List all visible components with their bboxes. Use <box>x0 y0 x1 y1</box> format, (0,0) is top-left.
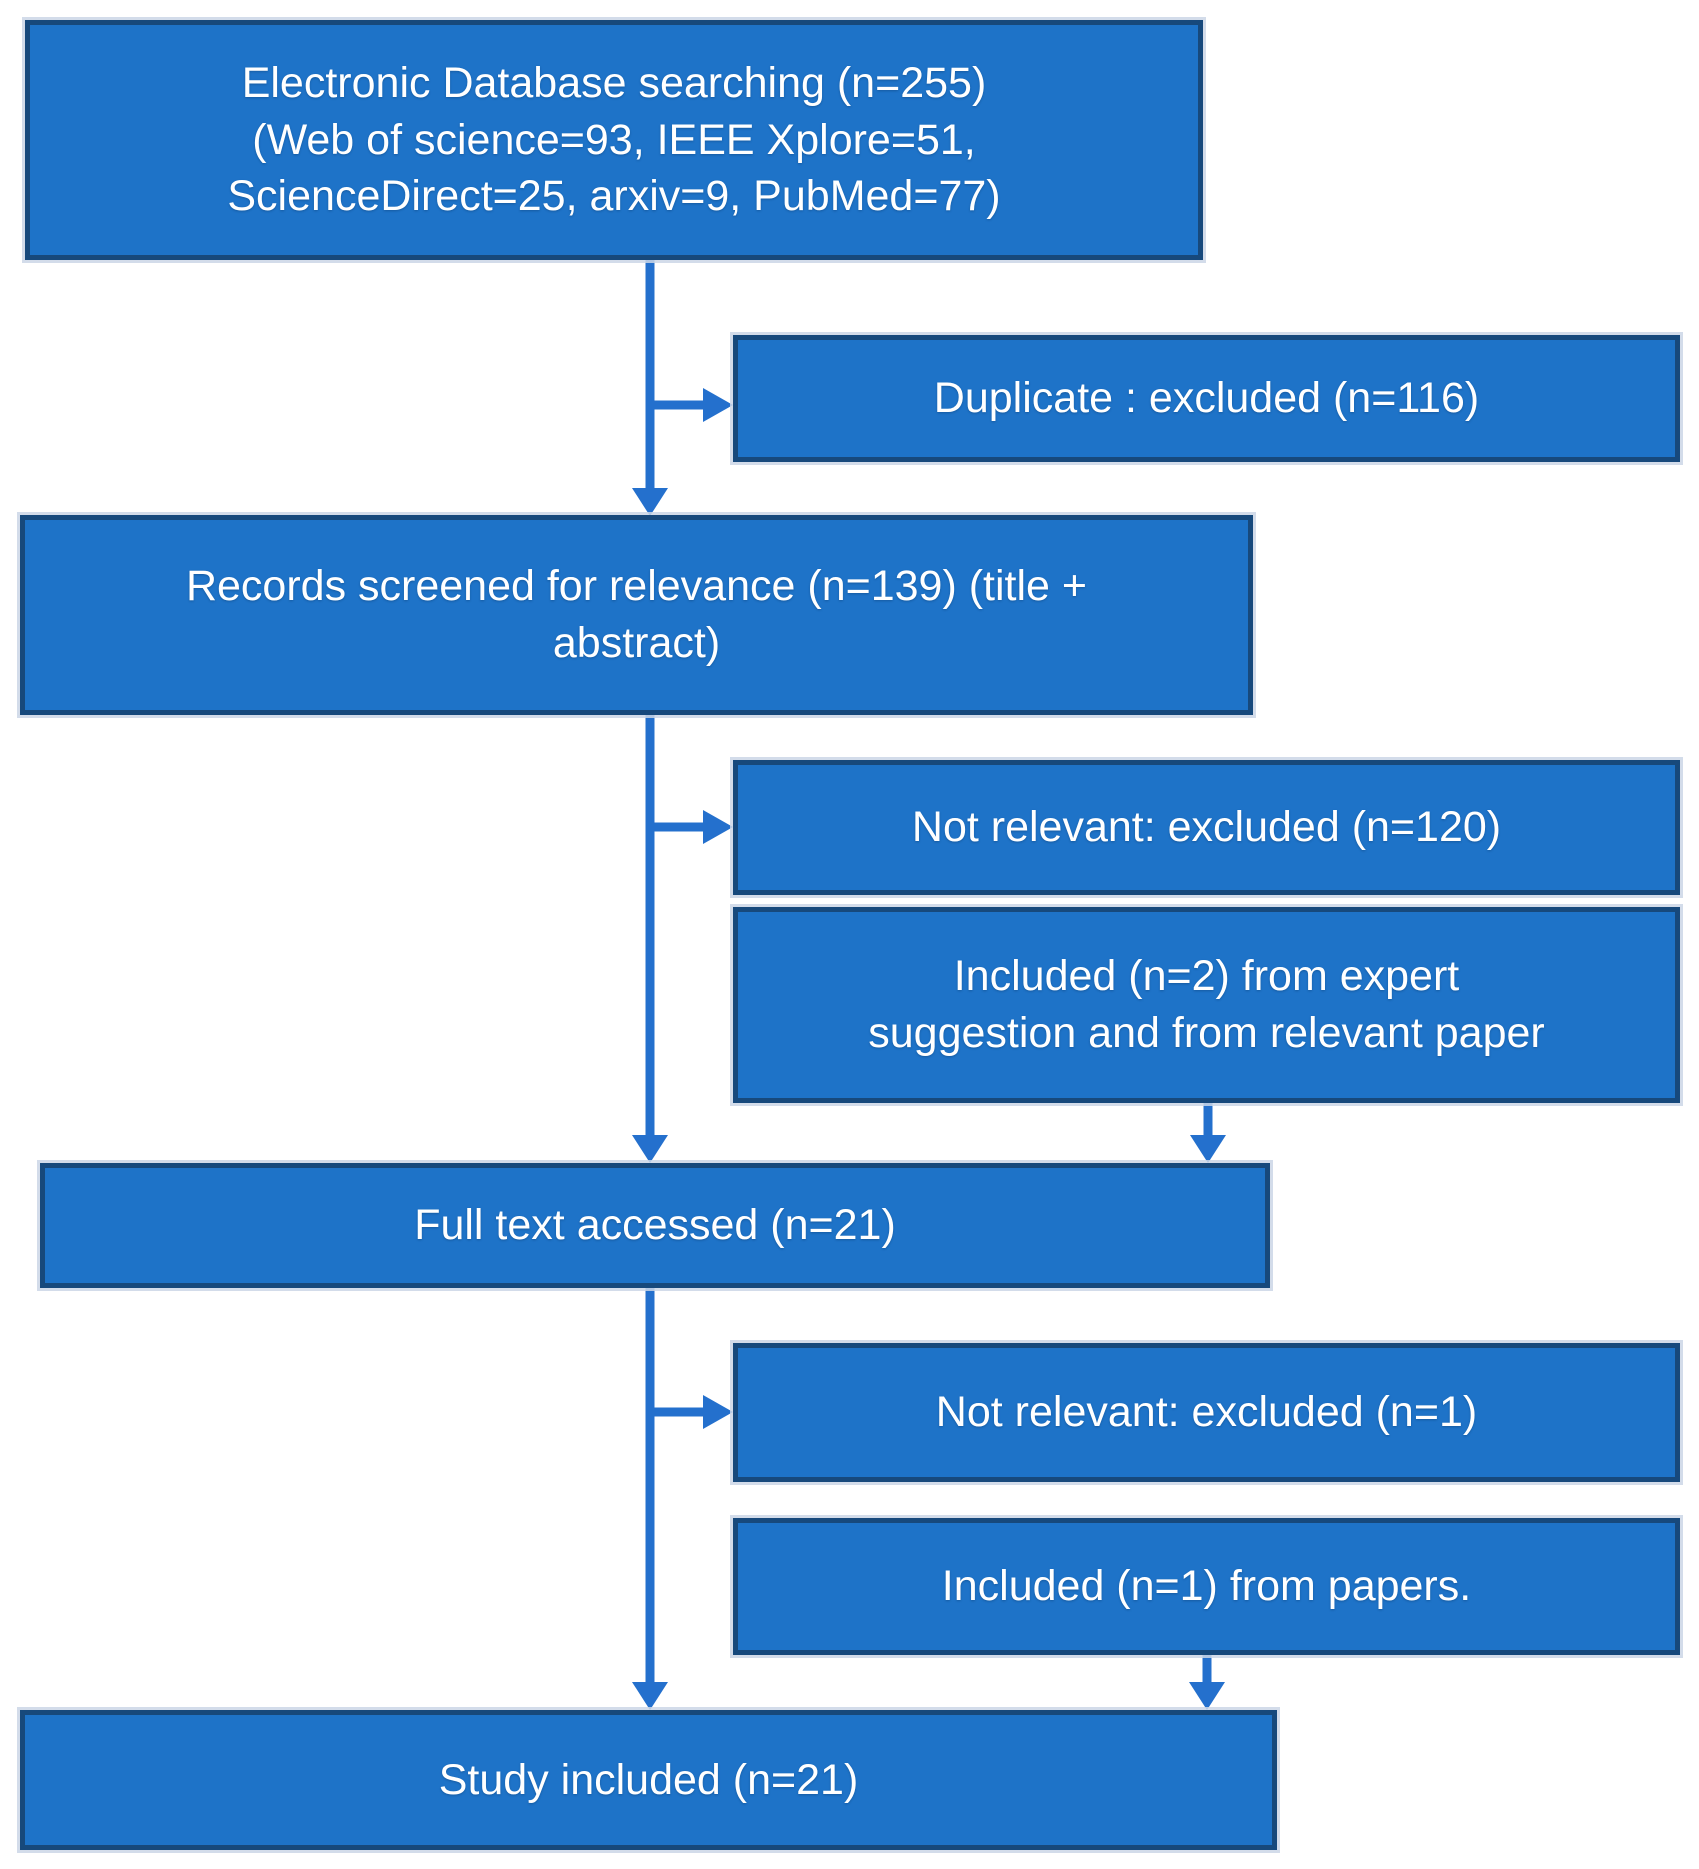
arrow-included-expert-to-fulltext <box>1190 1101 1226 1163</box>
box-included-papers: Included (n=1) from papers. <box>733 1518 1680 1655</box>
arrow-branch-not-relevant-1 <box>650 1395 733 1429</box>
box-not-relevant-screening: Not relevant: excluded (n=120) <box>733 760 1680 895</box>
box-full-text-accessed: Full text accessed (n=21) <box>40 1163 1270 1288</box>
box-included-expert-line2: suggestion and from relevant paper <box>868 1009 1545 1057</box>
box-records-screened: Records screened for relevance (n=139) (… <box>20 515 1253 715</box>
box-database-searching-line1: Electronic Database searching (n=255) <box>241 58 987 107</box>
box-not-relevant-full-text-label: Not relevant: excluded (n=1) <box>935 1388 1478 1437</box>
box-study-included-label: Study included (n=21) <box>438 1755 859 1804</box>
box-duplicates-excluded: Duplicate : excluded (n=116) <box>733 335 1680 462</box>
arrow-branch-not-relevant-120 <box>650 810 733 844</box>
box-database-searching: Electronic Database searching (n=255) (W… <box>25 20 1203 260</box>
box-study-included: Study included (n=21) <box>20 1710 1277 1850</box>
arrow-screened-to-fulltext <box>632 713 668 1163</box>
box-included-papers-label: Included (n=1) from papers. <box>941 1562 1472 1611</box>
box-records-screened-line2: abstract) <box>552 619 721 667</box>
box-not-relevant-full-text: Not relevant: excluded (n=1) <box>733 1343 1680 1482</box>
arrow-included-papers-to-study <box>1189 1653 1225 1710</box>
arrow-branch-duplicates <box>650 388 733 422</box>
arrow-searching-to-screened <box>632 258 668 516</box>
box-database-searching-line2: (Web of science=93, IEEE Xplore=51, <box>252 115 976 164</box>
box-not-relevant-screening-label: Not relevant: excluded (n=120) <box>911 803 1502 852</box>
arrow-fulltext-to-study <box>632 1286 668 1710</box>
box-records-screened-line1: Records screened for relevance (n=139) (… <box>185 562 1088 611</box>
box-duplicates-excluded-label: Duplicate : excluded (n=116) <box>933 374 1480 423</box>
box-included-expert: Included (n=2) from expert suggestion an… <box>733 907 1680 1103</box>
box-database-searching-line3: ScienceDirect=25, arxiv=9, PubMed=77) <box>227 172 1001 221</box>
box-full-text-accessed-label: Full text accessed (n=21) <box>414 1201 896 1250</box>
box-included-expert-line1: Included (n=2) from expert <box>953 952 1460 1001</box>
